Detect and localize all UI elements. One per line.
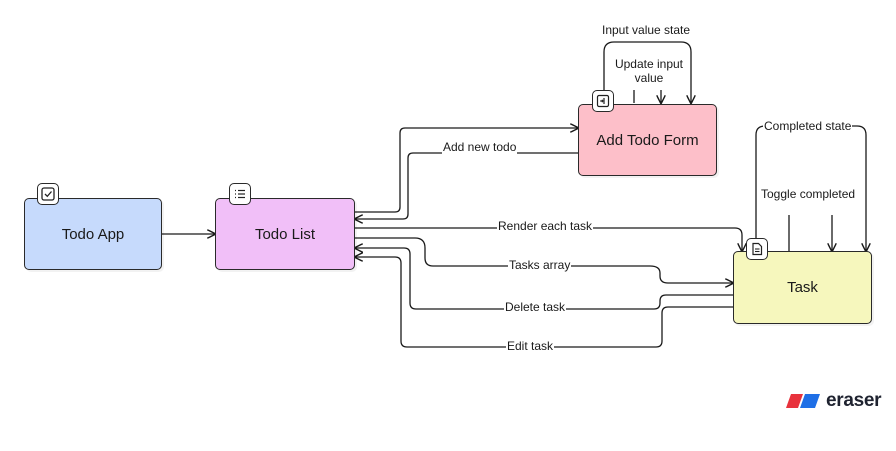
edge-label-render-each-task: Render each task: [497, 219, 594, 233]
eraser-logo-icon: [786, 394, 820, 408]
checkbox-icon: [37, 183, 59, 205]
node-add-todo-form[interactable]: Add Todo Form: [578, 104, 717, 176]
edge-list-to-form: [355, 128, 578, 213]
edge-label-toggle-completed: Toggle completed: [760, 187, 857, 201]
edge-label-update-input-value: Update input value: [611, 57, 687, 85]
edge-render-each-task: [355, 227, 742, 251]
node-add-todo-form-label: Add Todo Form: [596, 131, 699, 149]
edge-label-update-input-value-line1: Update input: [614, 57, 684, 71]
node-task[interactable]: Task: [733, 251, 872, 324]
node-todo-list[interactable]: Todo List: [215, 198, 355, 270]
node-task-label: Task: [787, 279, 818, 296]
edge-label-completed-state: Completed state: [763, 119, 853, 133]
edge-label-tasks-array: Tasks array: [508, 258, 572, 272]
node-todo-list-label: Todo List: [254, 225, 316, 243]
node-todo-app[interactable]: Todo App: [24, 198, 162, 270]
edge-label-edit-task: Edit task: [506, 339, 555, 353]
form-input-icon: [592, 90, 614, 112]
edge-label-input-value-state: Input value state: [601, 23, 692, 37]
list-icon: [229, 183, 251, 205]
document-icon: [746, 238, 768, 260]
edge-add-new-todo: [355, 152, 578, 219]
eraser-brand: eraser: [786, 390, 882, 412]
edge-label-add-new-todo: Add new todo: [442, 140, 518, 154]
edge-label-delete-task: Delete task: [504, 300, 567, 314]
eraser-logo-text: eraser: [826, 390, 882, 411]
edge-label-update-input-value-line2: value: [634, 71, 664, 85]
edge-input-value-state: [603, 41, 691, 103]
node-todo-app-label: Todo App: [61, 225, 125, 243]
